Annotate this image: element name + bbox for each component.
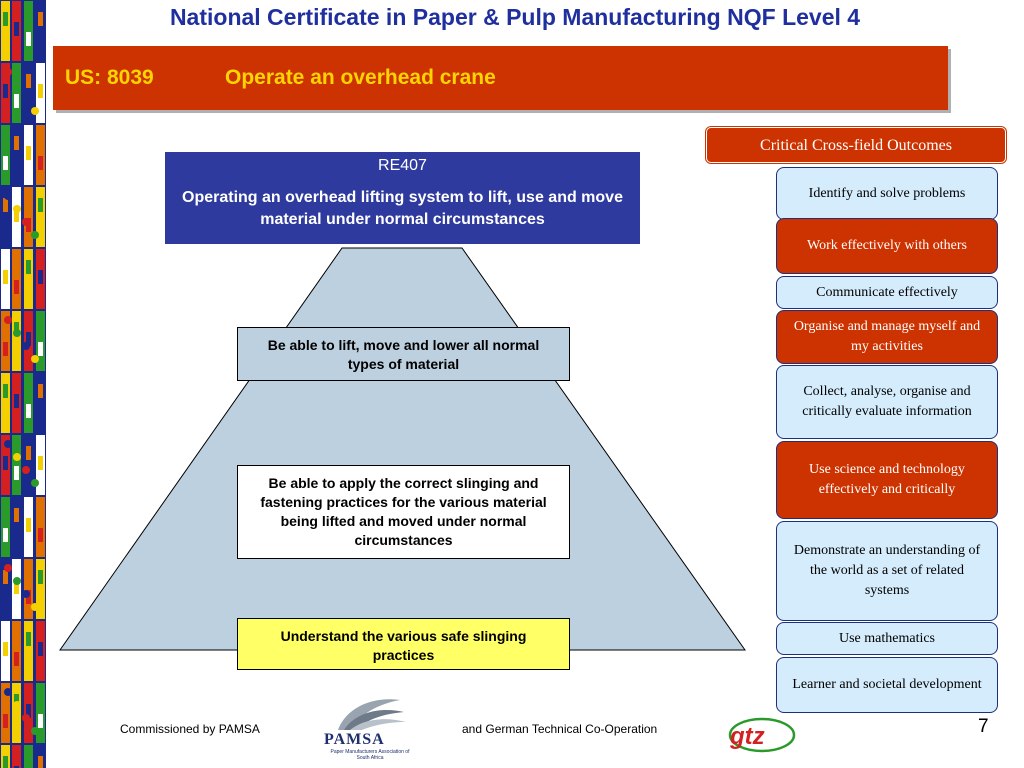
border-pattern-block: [1, 311, 45, 371]
ccfo-item: Learner and societal development: [776, 657, 998, 713]
pyramid-tier-middle: Be able to apply the correct slinging an…: [237, 465, 570, 559]
border-pattern-block: [1, 435, 45, 495]
border-pattern-block: [1, 745, 45, 768]
border-pattern-block: [1, 249, 45, 309]
border-pattern-block: [1, 125, 45, 185]
border-pattern-block: [1, 683, 45, 743]
specific-outcome-box: RE407 Operating an overhead lifting syst…: [165, 152, 640, 244]
ccfo-item: Use science and technology effectively a…: [776, 441, 998, 519]
pyramid-tier-base: Understand the various safe slinging pra…: [237, 618, 570, 670]
page-number: 7: [978, 716, 989, 737]
ccfo-header: Critical Cross-field Outcomes: [706, 127, 1006, 163]
ccfo-item: Collect, analyse, organise and criticall…: [776, 365, 998, 439]
gtz-logo-text: gtz: [729, 723, 765, 750]
border-pattern-block: [1, 63, 45, 123]
ccfo-item: Communicate effectively: [776, 276, 998, 309]
pyramid-diagram: [59, 247, 746, 651]
pamsa-logo: [338, 699, 406, 730]
ccfo-item: Use mathematics: [776, 622, 998, 655]
pamsa-logo-text: PAMSA: [324, 731, 385, 748]
pyramid-tier-top: Be able to lift, move and lower all norm…: [237, 327, 570, 381]
outcome-id: RE407: [378, 157, 427, 174]
decorative-border: [0, 0, 46, 768]
ccfo-item: Demonstrate an understanding of the worl…: [776, 521, 998, 621]
footer-cooperation: and German Technical Co-Operation: [462, 722, 658, 736]
ccfo-item: Organise and manage myself and my activi…: [776, 310, 998, 364]
unit-title: Operate an overhead crane: [225, 66, 496, 89]
border-pattern-block: [1, 559, 45, 619]
border-pattern-block: [1, 373, 45, 433]
border-pattern-block: [1, 1, 45, 61]
footer-commissioned: Commissioned by PAMSA: [120, 722, 260, 736]
border-pattern-block: [1, 621, 45, 681]
outcome-text: Operating an overhead lifting system to …: [182, 189, 623, 228]
unit-banner: US: 8039 Operate an overhead crane: [53, 46, 948, 110]
unit-code: US: 8039: [65, 66, 154, 89]
border-pattern-block: [1, 497, 45, 557]
ccfo-item: Work effectively with others: [776, 218, 998, 274]
pyramid-shape: [59, 247, 746, 651]
ccfo-item: Identify and solve problems: [776, 167, 998, 220]
page-title: National Certificate in Paper & Pulp Man…: [169, 4, 861, 30]
pamsa-logo-subtitle: Paper Manufacturers Association of South…: [330, 749, 410, 761]
border-pattern-block: [1, 187, 45, 247]
gtz-logo: gtz: [728, 717, 796, 753]
